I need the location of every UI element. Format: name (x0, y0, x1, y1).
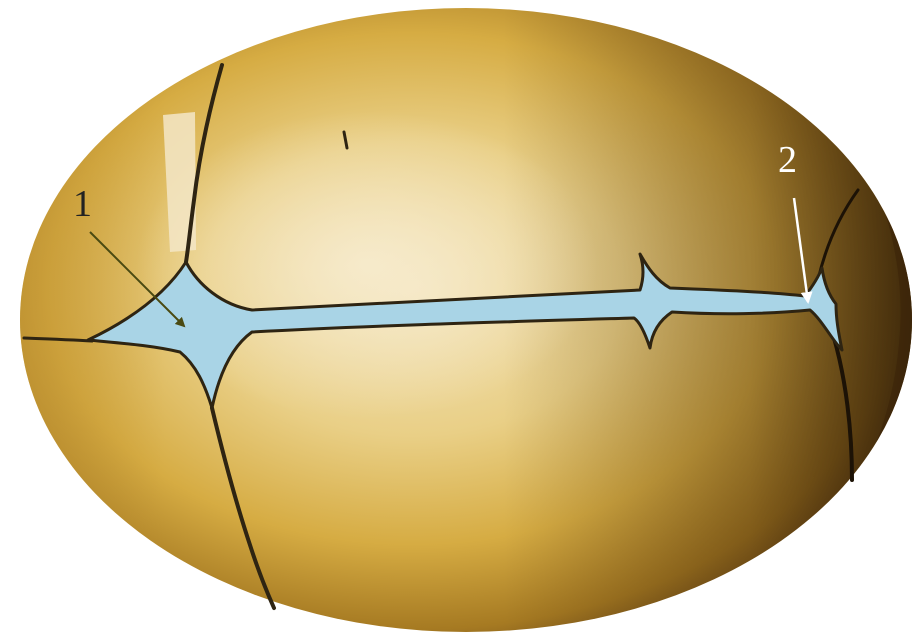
label-2: 2 (778, 139, 797, 181)
label-1: 1 (73, 183, 92, 225)
